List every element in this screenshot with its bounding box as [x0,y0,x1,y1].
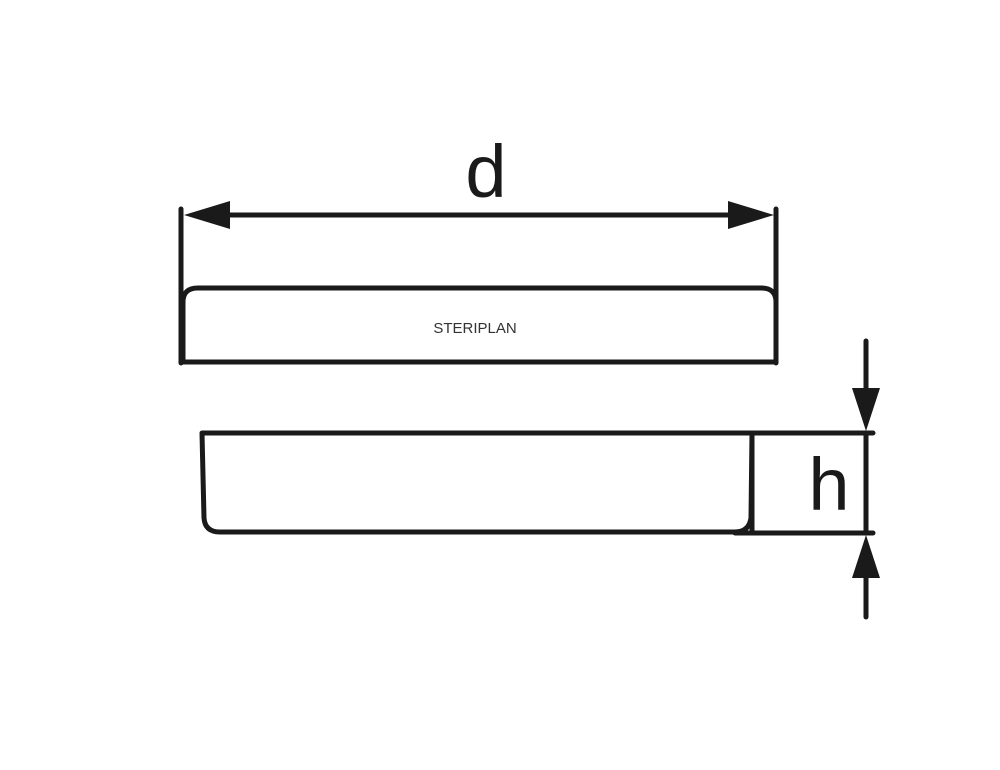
diameter-dimension: d [178,130,779,366]
lid-brand-text: STERIPLAN [433,320,516,337]
dish-bottom-outline [199,430,755,535]
up-arrowhead-icon [852,535,880,578]
dish-lid: STERIPLAN [180,285,779,365]
right-arrowhead-icon [728,201,774,229]
left-arrowhead-icon [184,201,230,229]
diameter-label: d [465,130,506,213]
height-dimension: h [808,338,880,620]
dish-bottom [199,430,876,536]
lid-outline [180,285,779,365]
down-arrowhead-icon [852,388,880,431]
height-label: h [808,443,849,526]
